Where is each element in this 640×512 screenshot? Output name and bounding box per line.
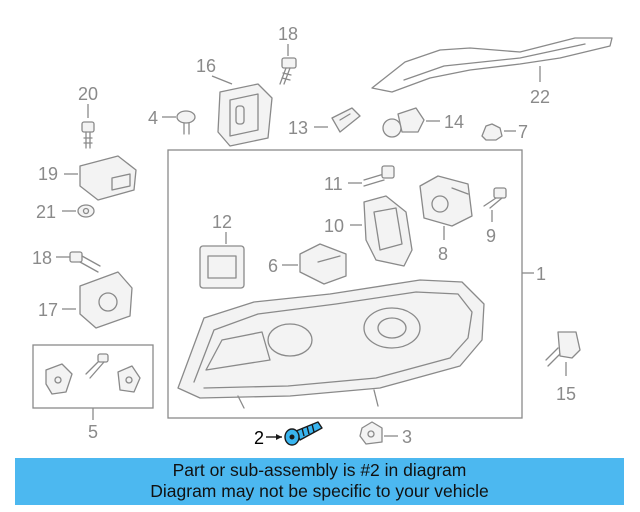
banner-line-2: Diagram may not be specific to your vehi…: [150, 481, 489, 501]
part-10-bracket: [363, 195, 413, 267]
callout-17: 17: [38, 300, 58, 320]
part-14-bulb: [382, 107, 425, 138]
part-2-screw-highlighted: [284, 421, 323, 446]
part-21-nut: [77, 204, 95, 218]
callout-16: 16: [196, 56, 216, 76]
part-6-motor: [299, 243, 347, 285]
callout-5: 5: [88, 422, 98, 442]
callout-9: 9: [486, 226, 496, 246]
assembly-frame: [167, 149, 523, 419]
part-18-bolt-top: [279, 57, 297, 85]
callout-10: 10: [324, 216, 344, 236]
callout-4: 4: [148, 108, 158, 128]
callout-8: 8: [438, 244, 448, 264]
part-4-screw: [176, 110, 196, 135]
part-17-module: [79, 271, 133, 329]
callout-18-left: 18: [32, 248, 52, 268]
part-3-clip: [359, 421, 383, 445]
callout-7: 7: [518, 122, 528, 142]
callout-12: 12: [212, 212, 232, 232]
part-20-bolt: [81, 121, 95, 149]
part-18-bolt-left: [69, 251, 101, 273]
callout-22: 22: [530, 87, 550, 107]
callout-13: 13: [288, 118, 308, 138]
callout-3: 3: [402, 427, 412, 447]
callout-1: 1: [536, 264, 546, 284]
part-8-module: [419, 175, 473, 227]
headlamp-unit: [177, 279, 485, 409]
part-15-bulb: [545, 331, 581, 367]
part-22-trim-strip: [371, 37, 613, 93]
part-19-module: [79, 155, 137, 201]
callout-20: 20: [78, 84, 98, 104]
part-13-clip: [331, 107, 361, 133]
callout-21: 21: [36, 202, 56, 222]
callout-2: 2: [254, 428, 264, 448]
banner-line-1: Part or sub-assembly is #2 in diagram: [172, 460, 467, 480]
callout-18-top: 18: [278, 24, 298, 44]
part-9-bolt: [483, 187, 507, 209]
callout-19: 19: [38, 164, 58, 184]
callout-6: 6: [268, 256, 278, 276]
part-7-cap: [481, 123, 503, 141]
callout-11: 11: [324, 174, 343, 194]
part-11-bolt: [363, 165, 395, 187]
callout-14: 14: [444, 112, 464, 132]
part-12-module: [199, 245, 245, 289]
callout-15: 15: [556, 384, 576, 404]
part-5-kit-contents: [45, 353, 141, 395]
info-banner: Part or sub-assembly is #2 in diagram Di…: [15, 458, 624, 505]
part-16-control-module: [217, 83, 273, 147]
